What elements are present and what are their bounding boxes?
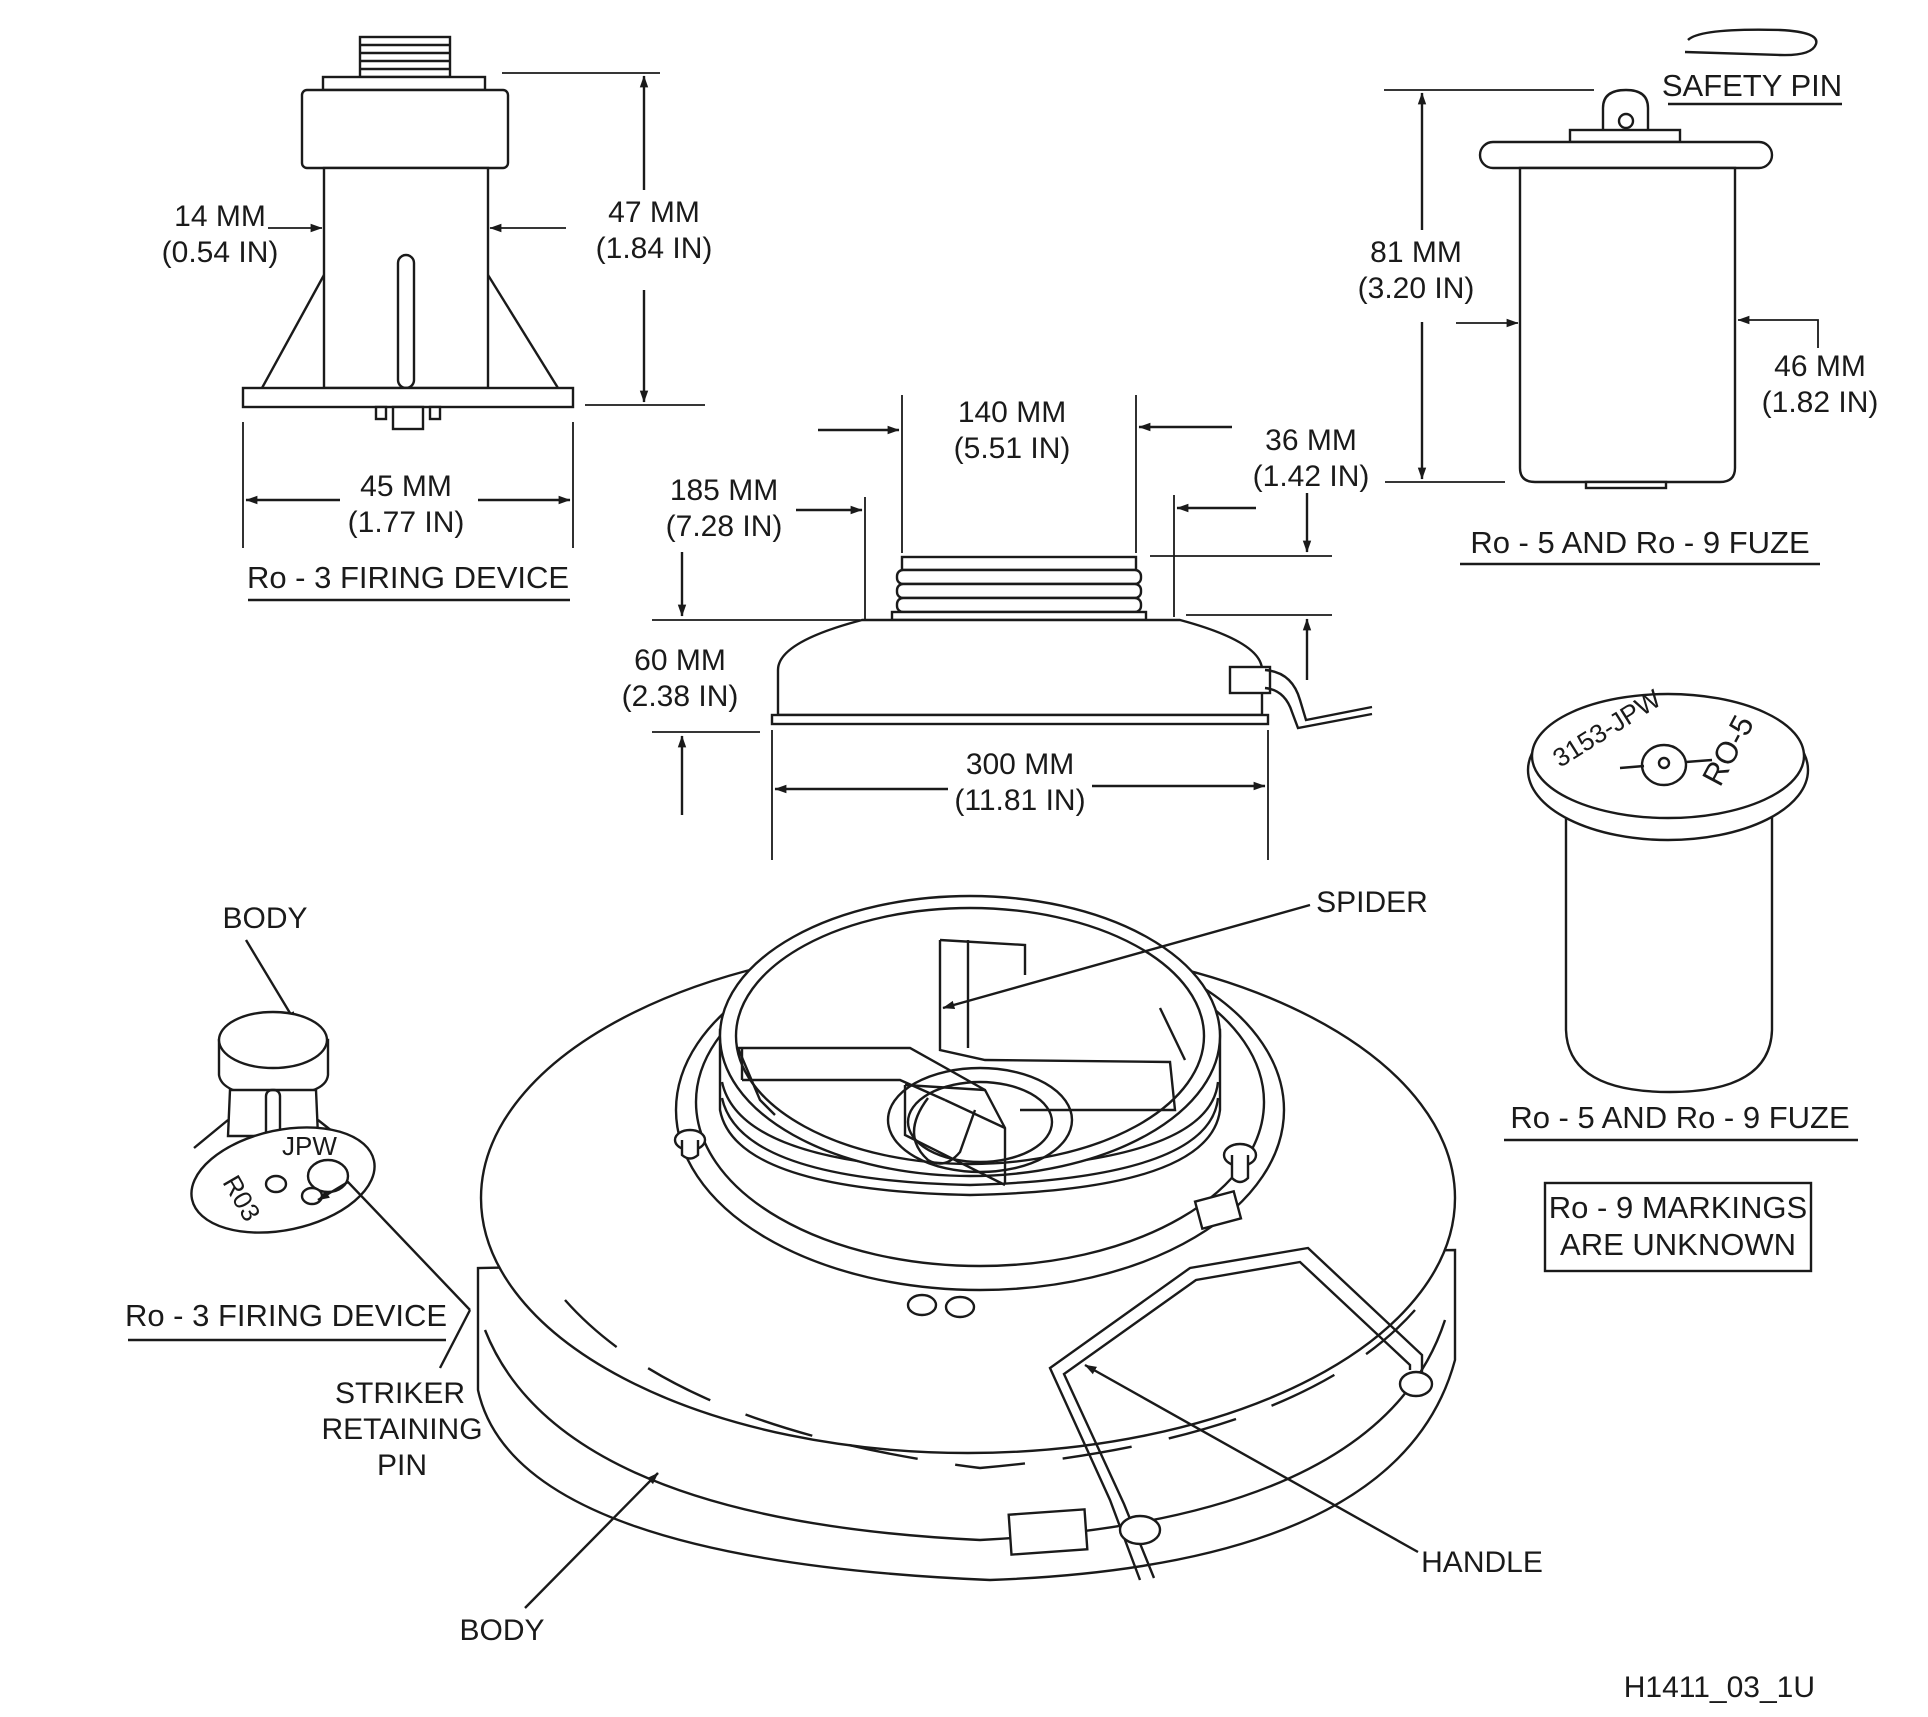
ro3-height-mm: 47 MM bbox=[608, 196, 700, 229]
fuze-isometric-view: 3153-JPW RO-5 Ro - 5 AND Ro - 9 FUZE Ro … bbox=[1504, 683, 1858, 1273]
ro3-gusset-right bbox=[486, 274, 560, 389]
fuze-width-mm: 46 MM bbox=[1774, 350, 1866, 383]
safety-pin-label: SAFETY PIN bbox=[1662, 68, 1842, 103]
striker-label-line1: STRIKER bbox=[335, 1377, 465, 1410]
spider-label: SPIDER bbox=[1316, 886, 1428, 919]
ro3-cap bbox=[300, 88, 510, 170]
mine-neck-in: (1.42 IN) bbox=[1253, 460, 1370, 493]
mine-isometric-view: SPIDER HANDLE BODY bbox=[459, 886, 1542, 1647]
mine-body-height-mm: 60 MM bbox=[634, 644, 726, 677]
ro3-thread bbox=[321, 35, 487, 92]
spider-frame bbox=[736, 938, 1187, 1187]
fuze-top-caption: Ro - 5 AND Ro - 9 FUZE bbox=[1470, 525, 1809, 560]
ro3-base-mm: 45 MM bbox=[360, 470, 452, 503]
ro3-base-in: (1.77 IN) bbox=[348, 506, 465, 539]
ro9-note-line1: Ro - 9 MARKINGS bbox=[1549, 1190, 1807, 1225]
body-leader bbox=[524, 1472, 659, 1609]
mine-diameter-in: (11.81 IN) bbox=[954, 784, 1085, 817]
mine-opening-mm: 140 MM bbox=[958, 396, 1066, 429]
spider-leader bbox=[942, 903, 1311, 1010]
ro3-view-caption: Ro - 3 FIRING DEVICE bbox=[125, 1298, 447, 1333]
mine-neck bbox=[890, 555, 1148, 622]
ro3-view-body-label: BODY bbox=[222, 902, 307, 935]
mine-iso-opening-rim bbox=[718, 894, 1222, 1178]
handle-leader bbox=[1084, 1363, 1419, 1554]
ro3-marking-jpw: JPW bbox=[282, 1131, 337, 1161]
striker-label-line3: PIN bbox=[377, 1449, 427, 1482]
mine-diameter-mm: 300 MM bbox=[966, 748, 1074, 781]
mine-body-height-in: (2.38 IN) bbox=[622, 680, 739, 713]
striker-label-line2: RETAINING bbox=[321, 1413, 482, 1446]
ro3-height-in: (1.84 IN) bbox=[596, 232, 713, 265]
figure-id: H1411_03_1U bbox=[1624, 1671, 1815, 1704]
fuze-cap bbox=[1478, 140, 1774, 170]
ro3-base-plate bbox=[241, 386, 575, 409]
fuze-body bbox=[1518, 166, 1737, 484]
mine-total-height-mm: 185 MM bbox=[670, 474, 778, 507]
mine-total-height-in: (7.28 IN) bbox=[666, 510, 783, 543]
ro9-note-line2: ARE UNKNOWN bbox=[1560, 1227, 1796, 1262]
mine-opening-in: (5.51 IN) bbox=[954, 432, 1071, 465]
ro3-isometric-view: BODY JPW R03 Ro - 3 FIRING DEVICE STRIKE… bbox=[125, 902, 483, 1482]
fuze-iso-body bbox=[1564, 798, 1774, 1094]
mine-handle bbox=[1048, 1246, 1424, 1581]
ro3-striker-pin bbox=[300, 1186, 324, 1206]
mine-body-profile bbox=[776, 618, 1264, 717]
ro3-striker bbox=[391, 405, 425, 431]
ro3-firing-device-drawing: 47 MM (1.84 IN) 14 MM (0.54 IN) 45 MM (1… bbox=[162, 35, 713, 602]
mine-body-label: BODY bbox=[459, 1614, 544, 1647]
ro3-stem bbox=[322, 166, 490, 390]
ro3-width-in: (0.54 IN) bbox=[162, 236, 279, 269]
handle-label: HANDLE bbox=[1421, 1546, 1543, 1579]
striker-leader bbox=[317, 1180, 471, 1311]
ro3-width-mm: 14 MM bbox=[174, 200, 266, 233]
ro9-note-box bbox=[1543, 1181, 1813, 1273]
mine-side-view: 140 MM (5.51 IN) 185 MM (7.28 IN) 36 MM … bbox=[622, 395, 1373, 860]
mine-neck-mm: 36 MM bbox=[1265, 424, 1357, 457]
fuze-height-mm: 81 MM bbox=[1370, 236, 1462, 269]
ro3-top-caption: Ro - 3 FIRING DEVICE bbox=[247, 560, 569, 595]
fuze-view-caption: Ro - 5 AND Ro - 9 FUZE bbox=[1510, 1100, 1849, 1135]
fuze-iso-pin-head bbox=[1640, 743, 1688, 787]
fuze-side-view: SAFETY PIN 81 MM (3.20 IN) 46 MM (1.82 I… bbox=[1358, 28, 1879, 566]
mine-base-rim bbox=[770, 713, 1270, 726]
safety-pin-icon bbox=[1684, 28, 1818, 57]
fuze-height-in: (3.20 IN) bbox=[1358, 272, 1475, 305]
mine-handle-stub bbox=[1264, 668, 1373, 722]
fuze-width-in: (1.82 IN) bbox=[1762, 386, 1879, 419]
ro3-gusset-left bbox=[260, 274, 326, 389]
